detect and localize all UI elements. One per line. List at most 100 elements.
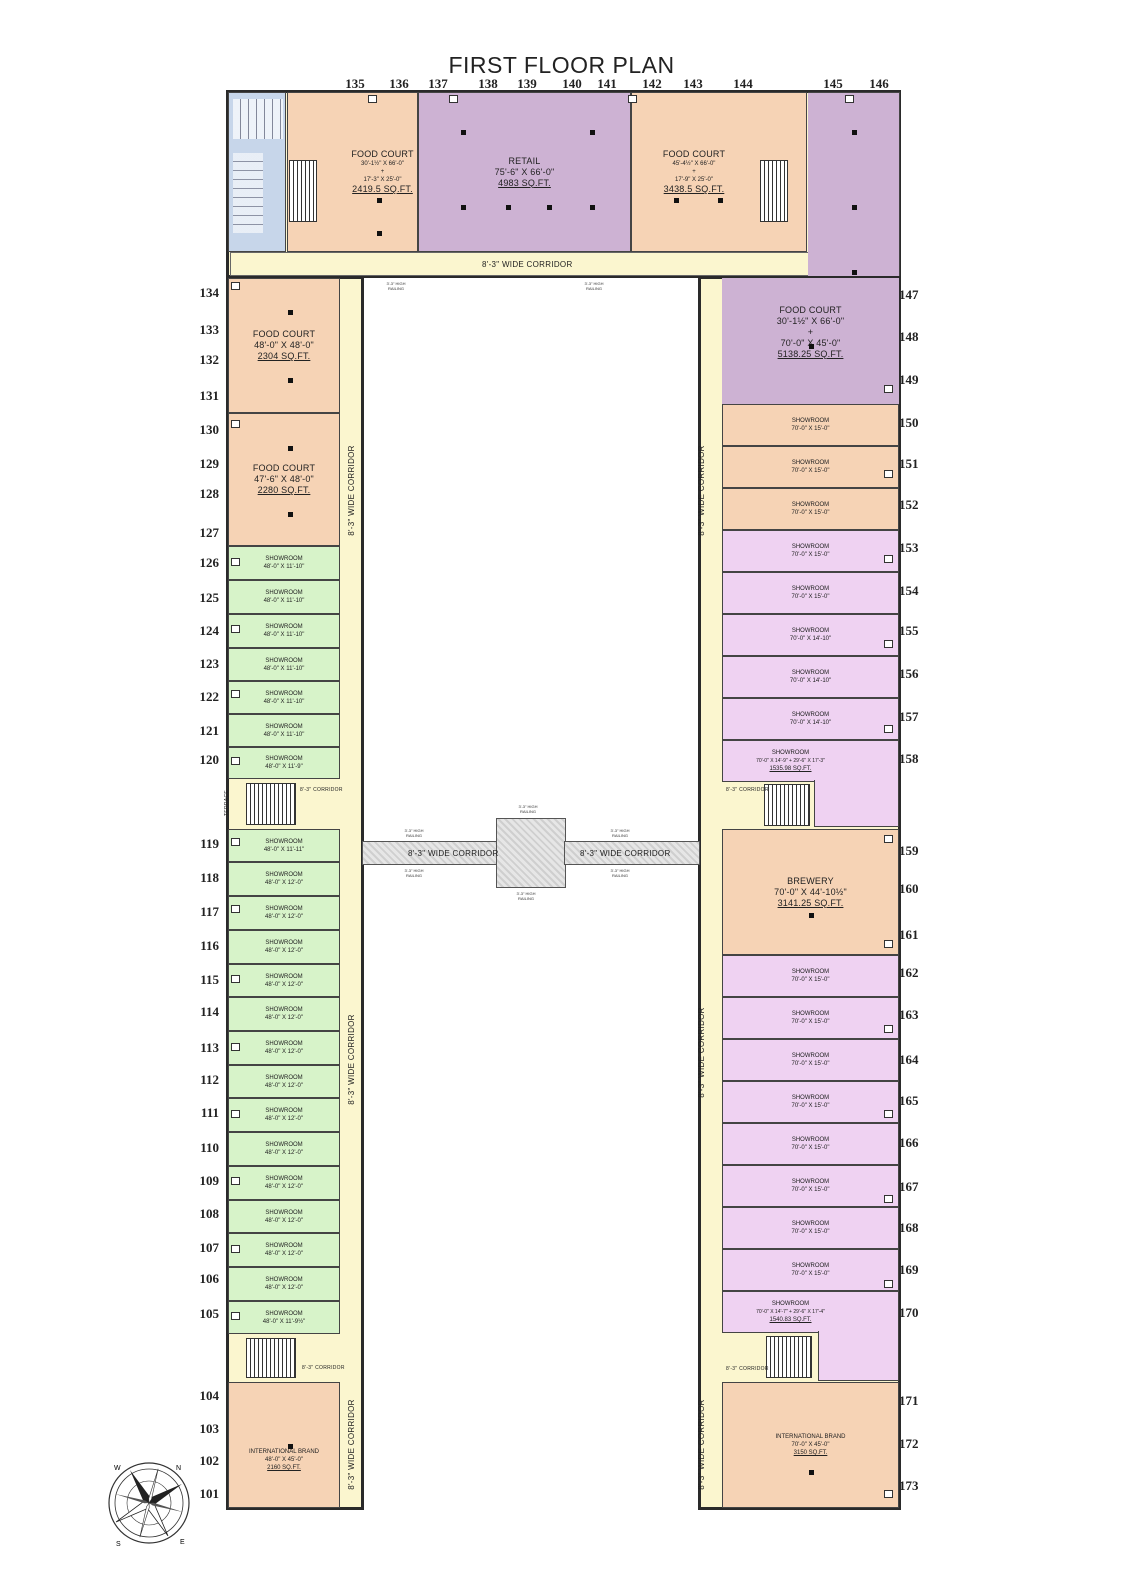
unit-101-104-international-brand[interactable]: INTERNATIONAL BRAND 48'-0" X 45'-0" 2160… (228, 1382, 340, 1508)
toilet-fixture (628, 95, 637, 103)
unit-name: SHOWROOM (265, 756, 303, 762)
corridor-label: 8'-3" CORRIDOR (726, 787, 769, 793)
unit-number: 168 (899, 1220, 919, 1235)
toilet-fixture (884, 1280, 893, 1288)
unit-158-showroom-extension (814, 780, 899, 827)
toilet-fixture (231, 558, 240, 566)
unit-dimension: 30'-1½" X 66'-0" (361, 161, 404, 167)
unit-dimension: 48'-0" X 11'-10" (263, 698, 305, 705)
toilet-fixture (884, 1490, 893, 1498)
unit-number: 125 (199, 590, 220, 605)
staircase (766, 1336, 812, 1378)
unit-158-showroom[interactable]: SHOWROOM 70'-0" X 14'-9" + 29'-6" X 17'-… (722, 740, 899, 782)
unit-dimension: 70'-0" X 15'-0" (791, 426, 830, 432)
toilet-fixture (231, 757, 240, 765)
unit-127-130-food-court[interactable]: FOOD COURT 47'-6" X 48'-0" 2280 SQ.FT. (228, 413, 340, 546)
unit-name: FOOD COURT (351, 149, 414, 159)
unit-number: 173 (899, 1478, 919, 1493)
column (809, 344, 814, 349)
unit-number: 171 (899, 1393, 919, 1408)
railing-label: 3'-3" HIGH RAILING (386, 281, 406, 291)
unit-dimension: 48'-0" X 12'-0" (265, 1285, 303, 1291)
unit-159-161-brewery[interactable]: BREWERY 70'-0" X 44'-10½" 3141.25 SQ.FT. (722, 829, 899, 955)
unit-name: SHOWROOM (791, 1221, 830, 1227)
unit-dimension: 70'-0" X 45'-0" (791, 1442, 830, 1448)
railing-label: 3'-3" HIGH RAILING (518, 804, 538, 814)
column (506, 205, 511, 210)
unit-131-134-food-court[interactable]: FOOD COURT 48'-0" X 48'-0" 2304 SQ.FT. (228, 278, 340, 413)
toilet-fixture (884, 940, 893, 948)
unit-name: SHOWROOM (771, 1301, 810, 1307)
column (288, 378, 293, 383)
toilet-fixture (231, 975, 240, 983)
bridge-left (362, 841, 498, 865)
unit-name: SHOWROOM (791, 460, 830, 466)
unit-number: 166 (899, 1135, 919, 1150)
unit-number: 163 (899, 1007, 919, 1022)
unit-dimension: 48'-0" X 12'-0" (265, 1217, 303, 1224)
unit-137-141-retail[interactable]: RETAIL 75'-6" X 66'-0" 4983 SQ.FT. (418, 92, 631, 252)
unit-dimension: 70'-0" X 15'-0" (791, 552, 830, 558)
unit-dimension: 70'-0" X 44'-10½" (774, 886, 847, 897)
unit-name: SHOWROOM (265, 590, 303, 596)
unit-dimension: 75'-6" X 66'-0" (494, 166, 555, 177)
unit-dimension: 48'-0" X 12'-0" (265, 1184, 303, 1190)
unit-number: 151 (899, 456, 919, 471)
unit-170-showroom[interactable]: SHOWROOM 70'-0" X 14'-7" + 29'-6" X 17'-… (722, 1291, 899, 1333)
unit-name: SHOWROOM (265, 1310, 303, 1317)
unit-name: SHOWROOM (791, 1263, 830, 1269)
unit-name: SHOWROOM (791, 1179, 830, 1185)
unit-number: 111 (200, 1105, 219, 1120)
unit-number: 158 (899, 751, 919, 766)
toilet-fixture (884, 1110, 893, 1118)
column (377, 231, 382, 236)
unit-area: 3141.25 SQ.FT. (777, 897, 844, 908)
unit-171-173-international-brand[interactable]: INTERNATIONAL BRAND 70'-0" X 45'-0" 3150… (722, 1382, 899, 1508)
unit-area: 1540.83 SQ.FT. (769, 1317, 812, 1323)
railing-label: 3'-3" HIGH RAILING (404, 868, 424, 878)
column (674, 198, 679, 203)
top-corridor (230, 252, 810, 276)
unit-number: 136 (389, 76, 409, 91)
unit-plus: + (380, 169, 385, 175)
column (590, 205, 595, 210)
